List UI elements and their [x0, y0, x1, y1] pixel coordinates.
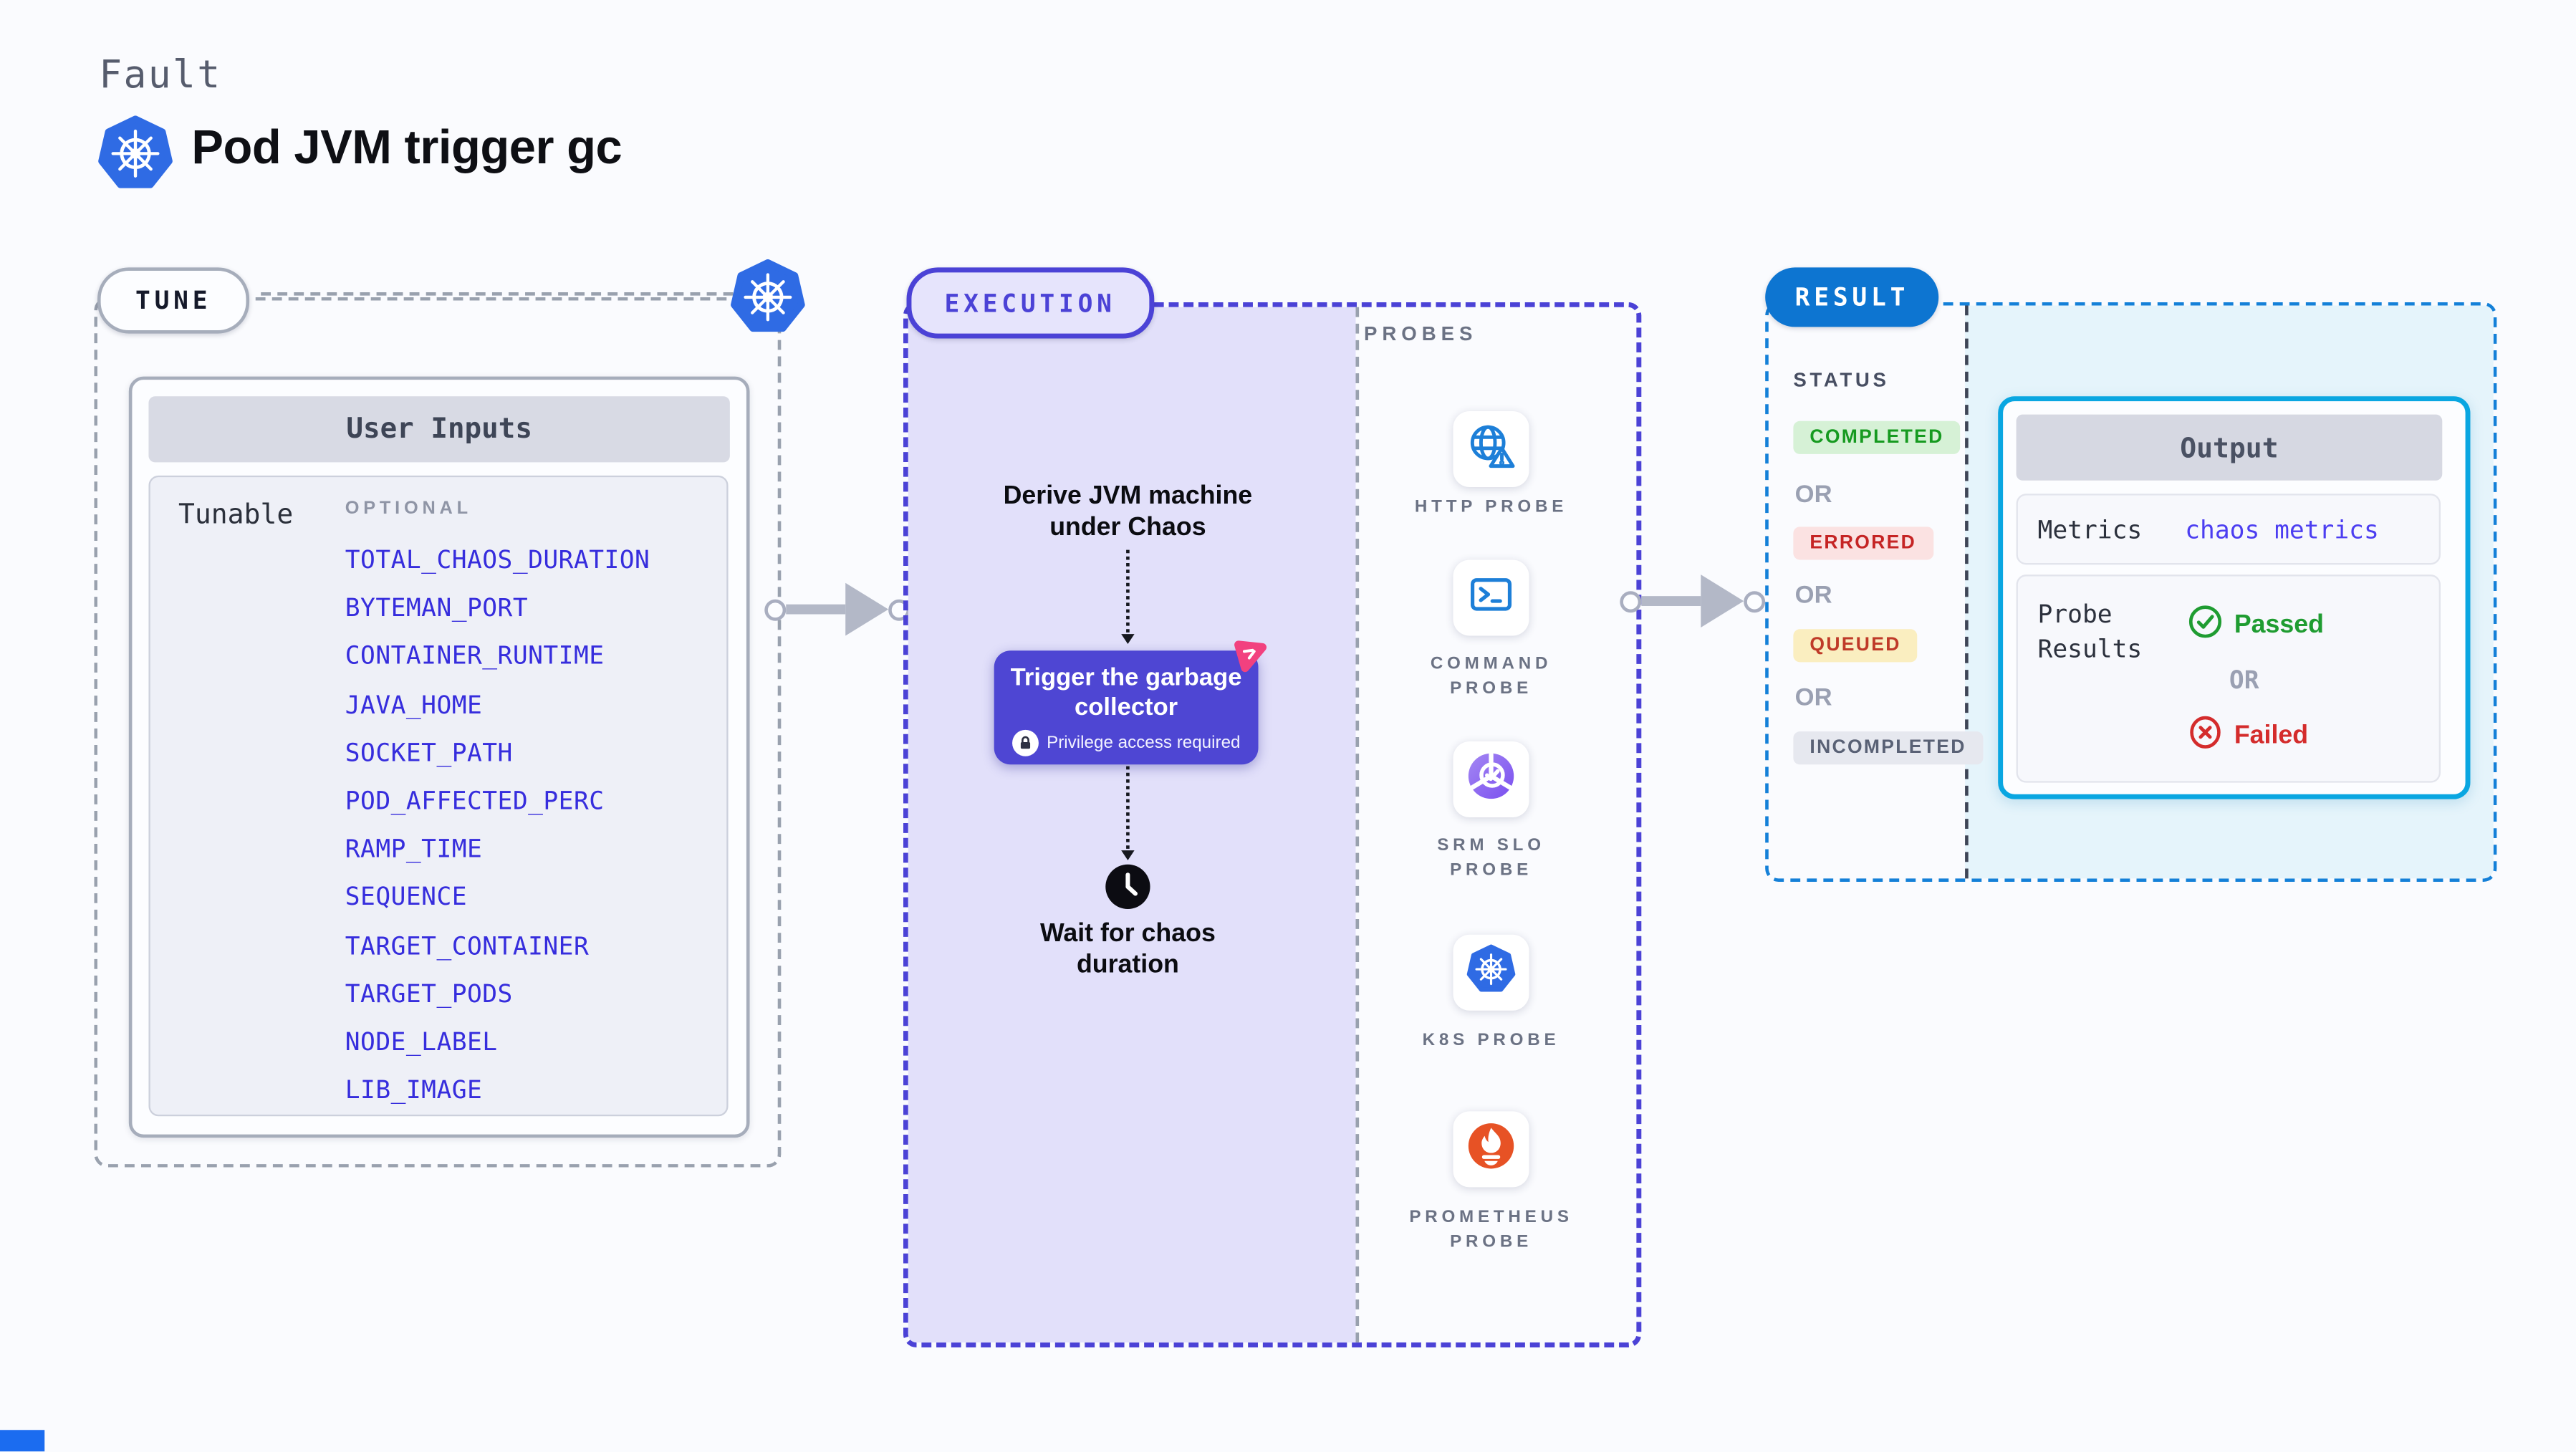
tune-badge: TUNE	[97, 267, 250, 334]
arrow-head	[1701, 574, 1744, 628]
check-circle-icon	[2188, 605, 2222, 648]
prometheus-probe-card	[1453, 1111, 1529, 1188]
k8s-probe-card	[1453, 934, 1529, 1011]
passed-result: Passed	[2188, 605, 2324, 648]
kubernetes-icon	[730, 259, 806, 335]
output-title: Output	[2016, 414, 2443, 481]
passed-label: Passed	[2234, 610, 2325, 640]
http-probe-card	[1453, 410, 1529, 488]
execution-probes-divider	[1355, 307, 1360, 1343]
arrow-shaft	[786, 604, 846, 615]
execution-section-box	[903, 302, 1642, 1347]
bottom-accent-bar	[0, 1430, 45, 1452]
clock-icon	[1105, 864, 1151, 910]
status-label: STATUS	[1793, 368, 1890, 392]
flow-connector	[1126, 766, 1130, 849]
arrow-head	[845, 582, 889, 636]
user-inputs-title: User Inputs	[148, 396, 730, 463]
tunable-item[interactable]: TARGET_PODS	[345, 979, 513, 1009]
execution-to-result-arrow	[1620, 574, 1766, 628]
command-probe-card	[1453, 559, 1529, 636]
kubernetes-logo-icon	[97, 115, 173, 191]
page-title: Pod JVM trigger gc	[191, 122, 623, 176]
tunable-item[interactable]: CONTAINER_RUNTIME	[345, 641, 605, 671]
execution-flow-panel	[908, 307, 1356, 1343]
lock-icon	[1011, 729, 1039, 756]
derive-jvm-step: Derive JVM machine under Chaos	[1003, 482, 1253, 542]
probe-label: PROMETHEUS PROBE	[1409, 1207, 1573, 1252]
wait-duration-step: Wait for chaos duration	[1039, 919, 1216, 979]
tunable-item[interactable]: RAMP_TIME	[345, 834, 483, 864]
arrow-start-dot	[1620, 590, 1642, 612]
tunable-item[interactable]: SOCKET_PATH	[345, 737, 513, 768]
optional-column-label: OPTIONAL	[345, 499, 472, 519]
tune-section-box	[94, 297, 782, 1168]
tunables-list: TOTAL_CHAOS_DURATION BYTEMAN_PORT CONTAINE…	[345, 545, 650, 1105]
down-arrowhead-icon	[1121, 634, 1135, 645]
metrics-row: Metrics chaos metrics	[2016, 494, 2441, 565]
user-inputs-card: User Inputs Tunable OPTIONAL TOTAL_CHAOS…	[128, 376, 750, 1138]
tunables-panel: Tunable OPTIONAL TOTAL_CHAOS_DURATION BYT…	[148, 475, 729, 1117]
arrow-start-dot	[764, 598, 787, 620]
x-circle-icon	[2188, 715, 2222, 758]
failed-label: Failed	[2234, 721, 2309, 750]
probe-results-label: Probe Results	[2037, 599, 2143, 664]
tunable-item[interactable]: SEQUENCE	[345, 882, 468, 913]
tunable-item[interactable]: LIB_IMAGE	[345, 1074, 483, 1105]
tunable-item[interactable]: NODE_LABEL	[345, 1027, 498, 1057]
down-arrowhead-icon	[1121, 850, 1135, 860]
tunable-item[interactable]: JAVA_HOME	[345, 689, 483, 720]
or-separator: OR	[1794, 683, 1832, 712]
srm-slo-probe-card	[1453, 741, 1529, 818]
tune-to-execution-arrow	[764, 582, 910, 636]
status-badge-incompleted: INCOMPLETED	[1793, 731, 1983, 765]
tune-connector-line	[261, 292, 734, 296]
probe-results-row: Probe Results Passed OR F	[2016, 574, 2441, 783]
fault-kicker: Fault	[99, 54, 222, 98]
failed-result: Failed	[2188, 715, 2308, 758]
arrow-shaft	[1641, 595, 1701, 607]
probe-label: HTTP PROBE	[1414, 496, 1568, 517]
tunable-item[interactable]: TARGET_CONTAINER	[345, 930, 590, 961]
or-separator: OR	[1794, 480, 1832, 509]
metrics-label: Metrics	[2037, 514, 2143, 544]
output-card: Output Metrics chaos metrics Probe Resul…	[1998, 396, 2471, 799]
status-badge-errored: ERRORED	[1793, 527, 1933, 560]
status-output-divider	[1965, 305, 1969, 879]
privilege-note: Privilege access required	[1047, 733, 1241, 754]
status-badge-completed: COMPLETED	[1793, 420, 1961, 454]
kubernetes-icon	[1466, 943, 1516, 1001]
trigger-gc-action-node[interactable]: Trigger the garbage collector Privilege …	[994, 650, 1259, 765]
tunable-item[interactable]: POD_AFFECTED_PERC	[345, 786, 605, 816]
probe-label: COMMAND PROBE	[1430, 653, 1552, 699]
execution-badge: EXECUTION	[906, 267, 1154, 339]
slo-donut-check-icon	[1466, 751, 1516, 809]
result-badge: RESULT	[1765, 267, 1939, 327]
tunable-item[interactable]: BYTEMAN_PORT	[345, 592, 529, 623]
terminal-icon	[1466, 569, 1516, 627]
probes-section-label: PROBES	[1364, 322, 1478, 345]
or-separator: OR	[2229, 665, 2259, 696]
probe-label: K8S PROBE	[1422, 1030, 1560, 1051]
probe-label: SRM SLO PROBE	[1437, 835, 1545, 880]
metrics-value-link[interactable]: chaos metrics	[2185, 514, 2379, 544]
status-badge-queued: QUEUED	[1793, 629, 1918, 663]
tunable-item[interactable]: TOTAL_CHAOS_DURATION	[345, 544, 650, 575]
chaos-pink-badge-icon	[1229, 635, 1268, 675]
tunable-row-label: Tunable	[178, 499, 294, 530]
or-separator: OR	[1794, 581, 1832, 610]
flow-connector	[1126, 549, 1130, 633]
globe-warning-icon	[1466, 420, 1516, 479]
arrow-end-dot	[1744, 590, 1766, 612]
prometheus-flame-icon	[1466, 1120, 1516, 1178]
action-title: Trigger the garbage collector	[1010, 663, 1242, 722]
